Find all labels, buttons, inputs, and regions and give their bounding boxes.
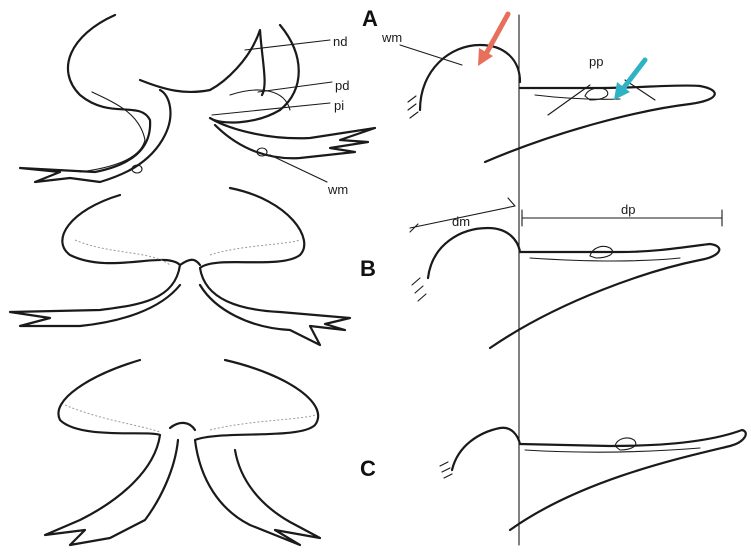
frog-limbs-c <box>45 360 320 545</box>
frog-limbs-b <box>10 188 350 345</box>
label-wm-left: wm <box>327 182 348 197</box>
panel-label-a: A <box>362 6 378 31</box>
web-profile-c <box>440 428 746 530</box>
label-wm-right: wm <box>381 30 402 45</box>
red-arrow <box>478 14 508 66</box>
panel-label-c: C <box>360 456 376 481</box>
label-pp: pp <box>589 54 603 69</box>
cyan-arrow <box>614 60 645 100</box>
label-nd: nd <box>333 34 347 49</box>
label-pi: pi <box>334 98 344 113</box>
label-dp: dp <box>621 202 635 217</box>
frog-limbs-a <box>20 15 375 182</box>
label-pd: pd <box>335 78 349 93</box>
web-profile-a <box>400 45 715 162</box>
panel-label-b: B <box>360 256 376 281</box>
label-dm: dm <box>452 214 470 229</box>
